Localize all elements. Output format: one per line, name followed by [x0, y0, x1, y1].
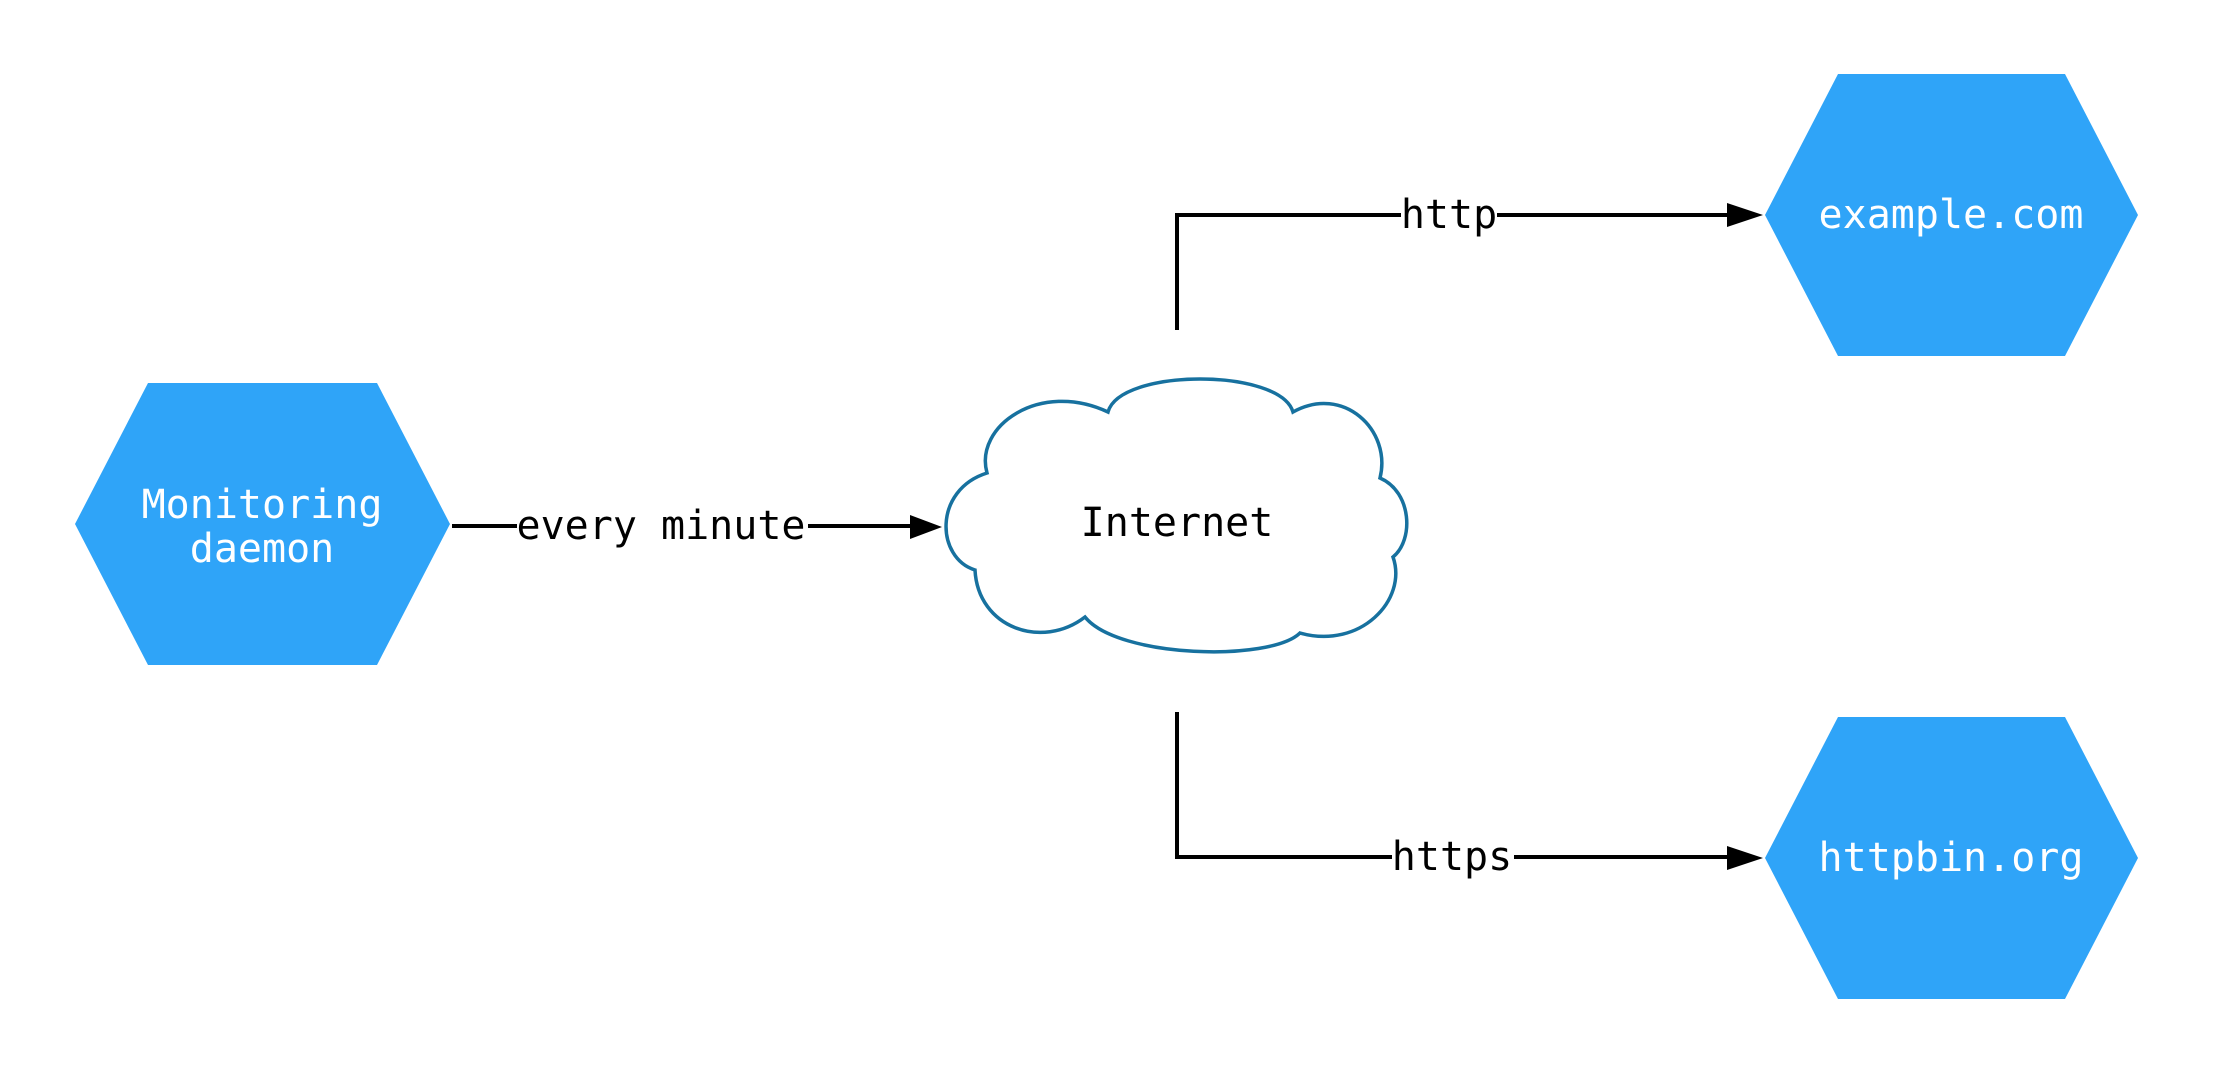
httpbin-org-label: httpbin.org: [1819, 835, 2084, 881]
internet-label: Internet: [1081, 500, 1274, 546]
http-line-elbow: [1175, 213, 1401, 330]
https-label: https: [1392, 834, 1512, 880]
example-com-label: example.com: [1819, 192, 2084, 238]
example-com-hexagon: [1765, 74, 2138, 356]
monitoring-daemon-hexagon: [75, 383, 450, 665]
httpbin-org-hexagon: [1765, 717, 2138, 999]
edge-http: http: [1175, 192, 1763, 330]
monitoring-daemon-label-line2: daemon: [190, 526, 335, 572]
monitoring-daemon-label-line1: Monitoring: [142, 482, 383, 528]
every-minute-label: every minute: [517, 503, 806, 549]
https-line-elbow: [1175, 712, 1392, 859]
node-monitoring-daemon: Monitoring daemon: [75, 383, 450, 665]
node-internet-cloud: Internet: [944, 377, 1409, 654]
internet-cloud-shape: [944, 377, 1409, 654]
node-example-com: example.com: [1765, 74, 2138, 356]
every-minute-arrowhead-icon: [910, 515, 942, 539]
edge-every-minute: every minute: [452, 503, 942, 549]
node-httpbin-org: httpbin.org: [1765, 717, 2138, 999]
http-label: http: [1401, 192, 1497, 238]
https-arrowhead-icon: [1727, 846, 1763, 870]
http-arrowhead-icon: [1727, 203, 1763, 227]
edge-https: https: [1175, 712, 1763, 880]
